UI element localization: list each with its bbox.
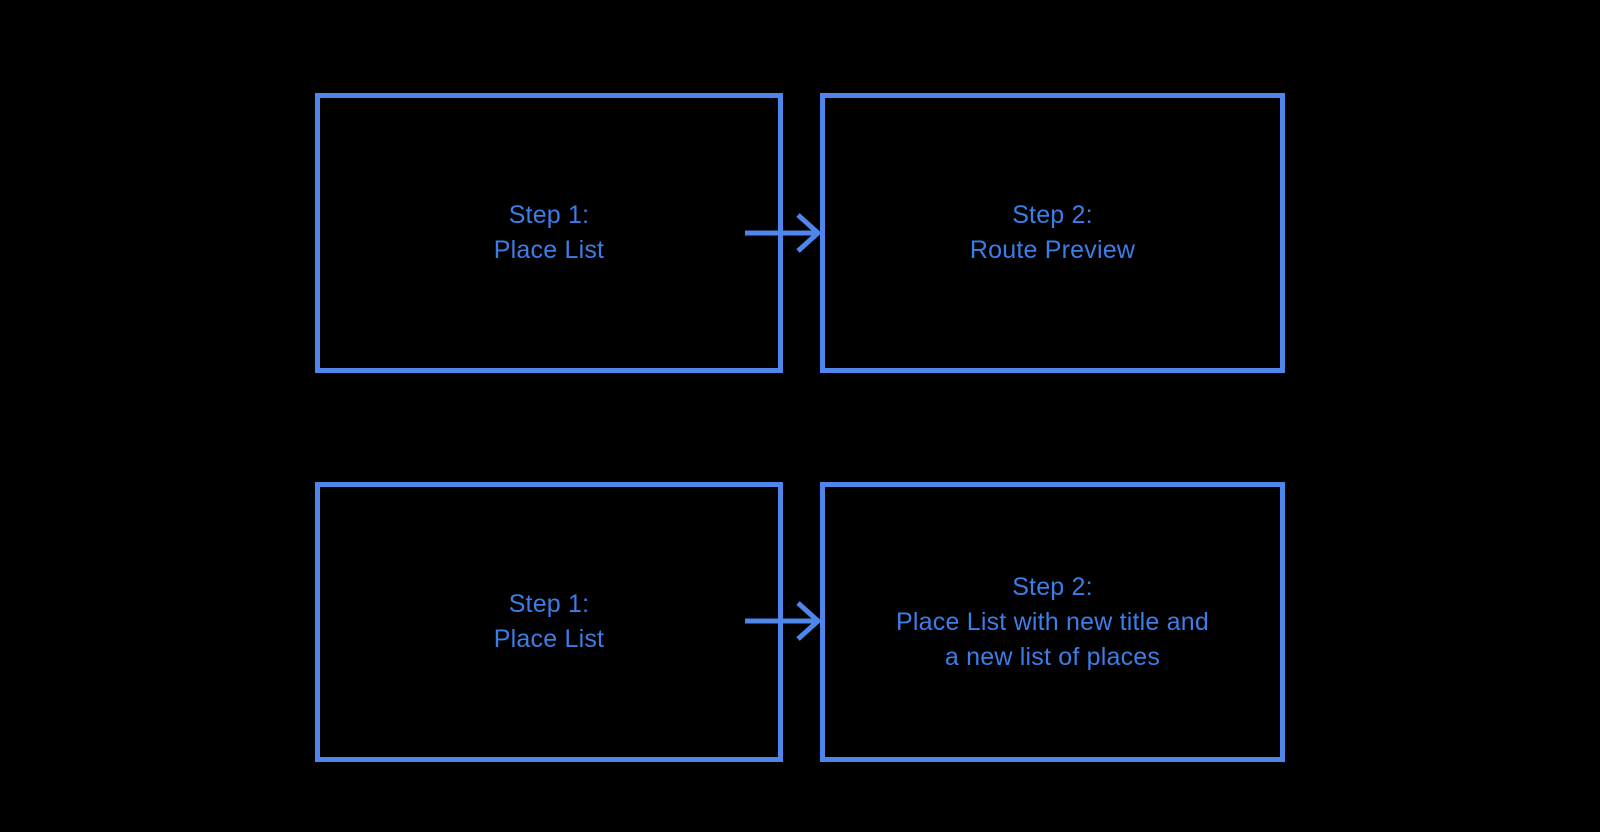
- right-arrow-icon: [745, 601, 822, 641]
- box-line: a new list of places: [944, 642, 1161, 671]
- box-line: Step 2:: [1012, 572, 1093, 601]
- box-step1-place-list-row1: Step 1: Place List: [315, 93, 783, 373]
- box-line: Place List with new title and: [896, 607, 1209, 636]
- box-line: Route Preview: [969, 236, 1136, 264]
- box-line: Step 1:: [508, 201, 590, 229]
- box-line: Place List: [493, 236, 605, 264]
- box-step2-place-list-new-title: Step 2: Place List with new title and a …: [820, 482, 1285, 762]
- box-line: Place List: [493, 625, 605, 653]
- box-line: Step 1:: [508, 590, 590, 618]
- right-arrow-icon: [745, 213, 822, 253]
- box-step2-route-preview: Step 2: Route Preview: [820, 93, 1285, 373]
- box-line: Step 2:: [1012, 201, 1093, 229]
- box-step1-place-list-row2: Step 1: Place List: [315, 482, 783, 762]
